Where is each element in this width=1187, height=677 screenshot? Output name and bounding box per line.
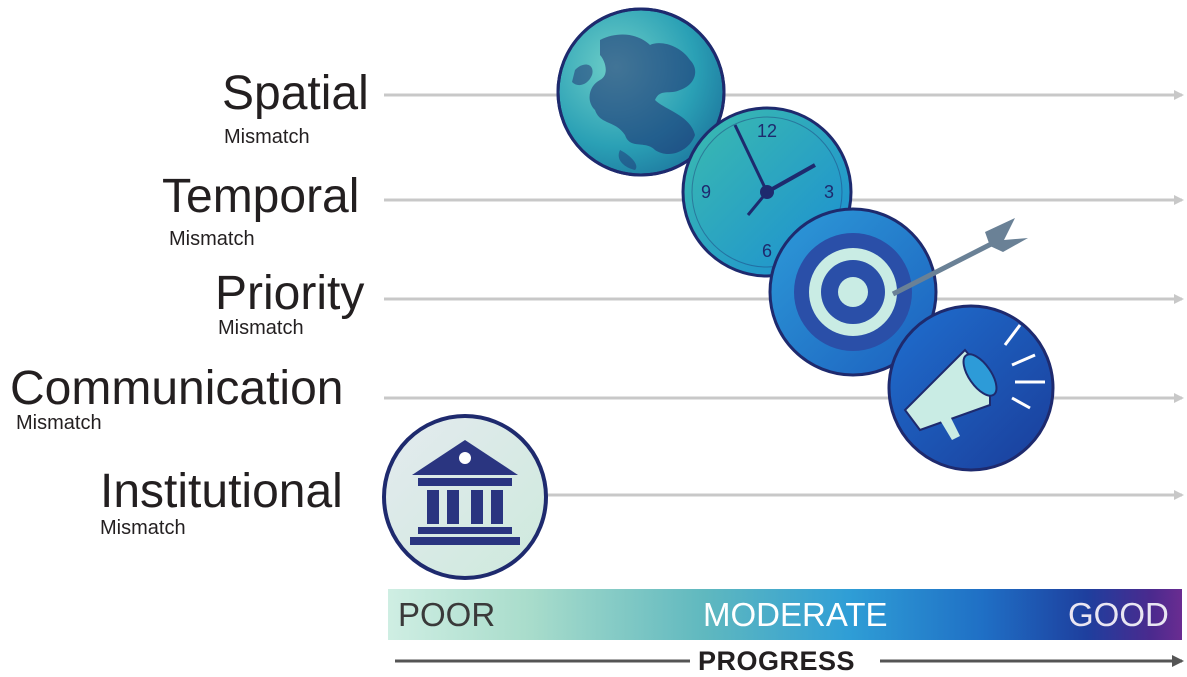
target-icon <box>768 207 1028 377</box>
progress-label: PROGRESS <box>698 646 856 676</box>
scale-label-good: GOOD <box>1068 596 1169 633</box>
row-title-priority: Priority <box>215 267 365 320</box>
row-title-temporal: Temporal <box>162 170 360 223</box>
clock-number-12: 12 <box>757 121 777 141</box>
row-subtitle-communication: Mismatch <box>16 412 102 434</box>
scale-label-moderate: MODERATE <box>703 596 888 633</box>
row-subtitle-institutional: Mismatch <box>100 517 186 539</box>
clock-number-3: 3 <box>824 182 834 202</box>
clock-number-9: 9 <box>701 182 711 202</box>
row-subtitle-temporal: Mismatch <box>169 228 255 250</box>
row-subtitle-priority: Mismatch <box>218 317 304 339</box>
row-title-institutional: Institutional <box>100 465 343 518</box>
institution-building-icon <box>382 414 548 580</box>
row-title-spatial: Spatial <box>222 67 369 120</box>
scale-label-poor: POOR <box>398 596 496 633</box>
row-subtitle-spatial: Mismatch <box>224 126 310 148</box>
clock-number-6: 6 <box>762 241 772 261</box>
progress-scale-bar <box>388 589 1182 640</box>
megaphone-icon <box>887 304 1055 472</box>
globe-icon <box>556 7 726 177</box>
row-title-communication: Communication <box>10 362 344 415</box>
